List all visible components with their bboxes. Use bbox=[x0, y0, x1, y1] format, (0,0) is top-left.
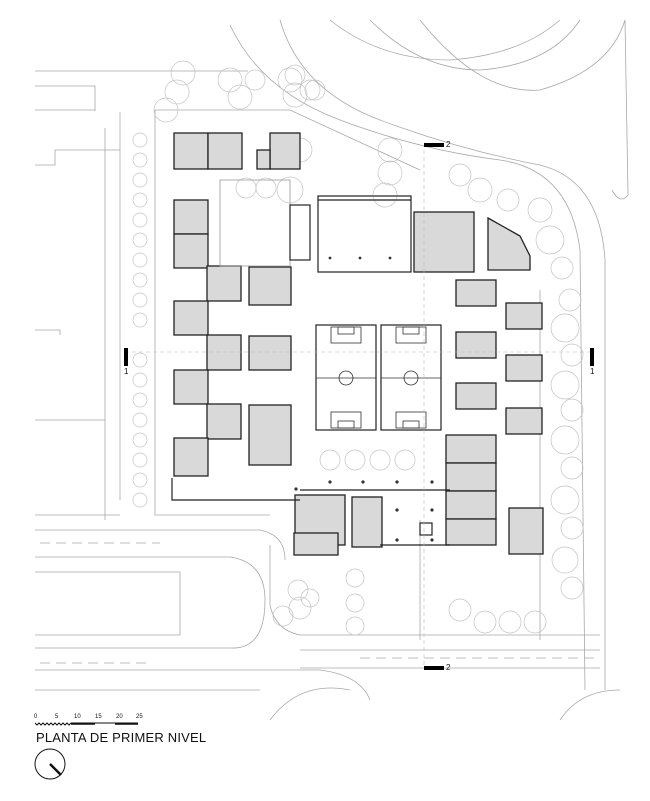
section-1-west-label: 1 bbox=[124, 367, 129, 376]
rooms bbox=[173, 132, 544, 556]
section-2-south-marker bbox=[424, 666, 444, 670]
scale-tick: 25 bbox=[136, 714, 143, 720]
walls bbox=[171, 179, 450, 546]
trees bbox=[132, 60, 584, 636]
axis-lines bbox=[125, 150, 595, 665]
section-1-east-marker bbox=[590, 348, 594, 366]
section-1-east-label: 1 bbox=[590, 367, 595, 376]
scale-tick: 0 bbox=[34, 714, 38, 720]
section-1-west-marker bbox=[124, 348, 128, 366]
north-arrow-icon bbox=[34, 748, 66, 780]
scale-tick: 15 bbox=[95, 714, 102, 720]
soccer-fields bbox=[316, 326, 441, 429]
section-2-south-label: 2 bbox=[446, 663, 451, 672]
columns bbox=[294, 256, 434, 542]
scale-tick: 20 bbox=[116, 714, 123, 720]
road-markings bbox=[40, 542, 600, 664]
section-markers bbox=[124, 143, 594, 670]
scale-tick: 5 bbox=[55, 714, 59, 720]
scale-bar: 0 5 10 15 20 25 bbox=[34, 714, 154, 728]
section-2-north-marker bbox=[424, 143, 444, 147]
drawing-title: PLANTA DE PRIMER NIVEL bbox=[36, 730, 207, 745]
scale-tick: 10 bbox=[74, 714, 81, 720]
section-2-north-label: 2 bbox=[446, 140, 451, 149]
scale-bar-graphic bbox=[34, 722, 138, 726]
